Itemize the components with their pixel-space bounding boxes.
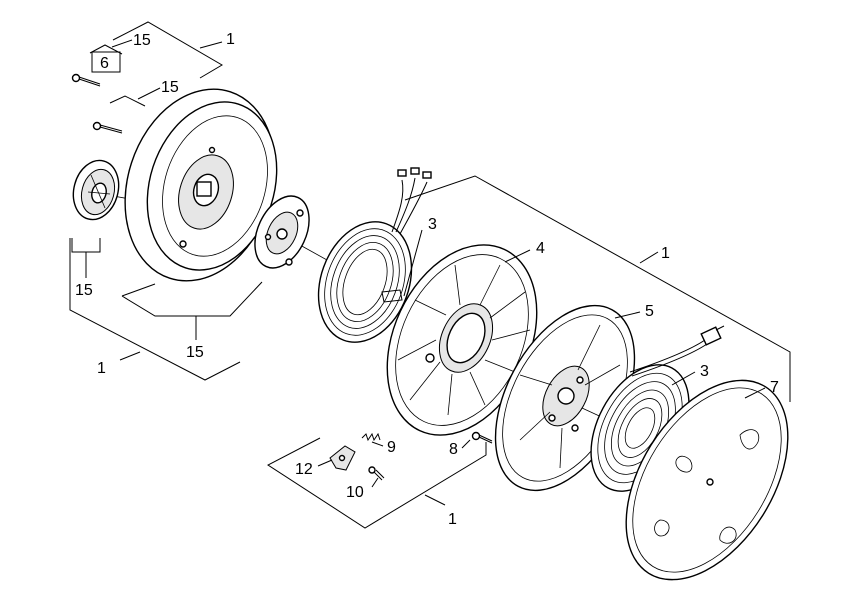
leader-part-15-top	[111, 39, 133, 48]
leader-kit-1-left	[119, 351, 141, 361]
bracket-kit-1-top	[112, 21, 223, 79]
bracket-part-15-left	[71, 238, 101, 253]
label-part-15-left: 15	[75, 282, 93, 299]
power-plug-icon	[629, 325, 725, 377]
screw-mid-icon	[92, 121, 123, 134]
label-kit-1-top: 1	[226, 31, 235, 48]
leader-part-8	[461, 439, 471, 449]
bracket-part-15-mid	[109, 95, 146, 107]
leader-kit-1-top	[199, 41, 223, 49]
leader-part-12	[317, 459, 333, 467]
part-6-box	[91, 51, 121, 73]
label-part-3-cable: 3	[428, 216, 437, 233]
leader-part-4-drum	[504, 249, 531, 263]
leader-part-10	[371, 477, 379, 488]
screw-top-icon	[71, 73, 101, 87]
housing-rear-shell-icon	[124, 88, 278, 282]
label-part-8: 8	[449, 441, 458, 458]
label-kit-1-bottom: 1	[448, 511, 457, 528]
bracket-part-15-bottom	[121, 281, 263, 317]
lever-12-icon	[329, 445, 356, 471]
cable-drum-icon	[386, 244, 538, 436]
hub-plate-icon	[254, 195, 310, 269]
bracket-part-15-top	[89, 44, 123, 55]
bracket-part-15-bottom-ends	[121, 283, 156, 297]
leader-part-9	[371, 441, 384, 447]
label-part-12: 12	[295, 461, 313, 478]
leader-part-15-mid	[137, 87, 161, 100]
pulley-wheel-icon	[72, 159, 120, 221]
leader-part-5-hub	[614, 311, 641, 319]
front-cover-icon	[625, 379, 789, 581]
leader-part-3-spring	[671, 371, 696, 386]
label-part-5-hub: 5	[645, 303, 654, 320]
screw-10-icon	[368, 466, 385, 481]
leader-part-3-cable	[403, 229, 423, 297]
label-part-3-spring: 3	[700, 363, 709, 380]
screw-8-icon	[471, 431, 493, 444]
label-part-6: 6	[100, 55, 109, 72]
label-part-4-drum: 4	[536, 240, 545, 257]
leader-kit-1-right	[639, 251, 659, 264]
label-part-10: 10	[346, 484, 364, 501]
spring-9-icon	[361, 432, 381, 442]
label-kit-1-left: 1	[97, 360, 106, 377]
label-part-7-cover: 7	[770, 379, 779, 396]
bracket-kit-1-bottom	[267, 437, 487, 529]
bracket-kit-1-left	[69, 238, 241, 381]
leader-kit-1-bottom	[424, 494, 446, 506]
label-kit-1-right: 1	[661, 245, 670, 262]
label-part-15-mid: 15	[161, 79, 179, 96]
bracket-kit-1-right	[404, 175, 791, 402]
leader-part-7-cover	[744, 387, 766, 399]
label-part-15-top: 15	[133, 32, 151, 49]
label-part-15-bottom: 15	[186, 344, 204, 361]
label-part-9: 9	[387, 439, 396, 456]
cable-coil-icon	[317, 167, 432, 343]
